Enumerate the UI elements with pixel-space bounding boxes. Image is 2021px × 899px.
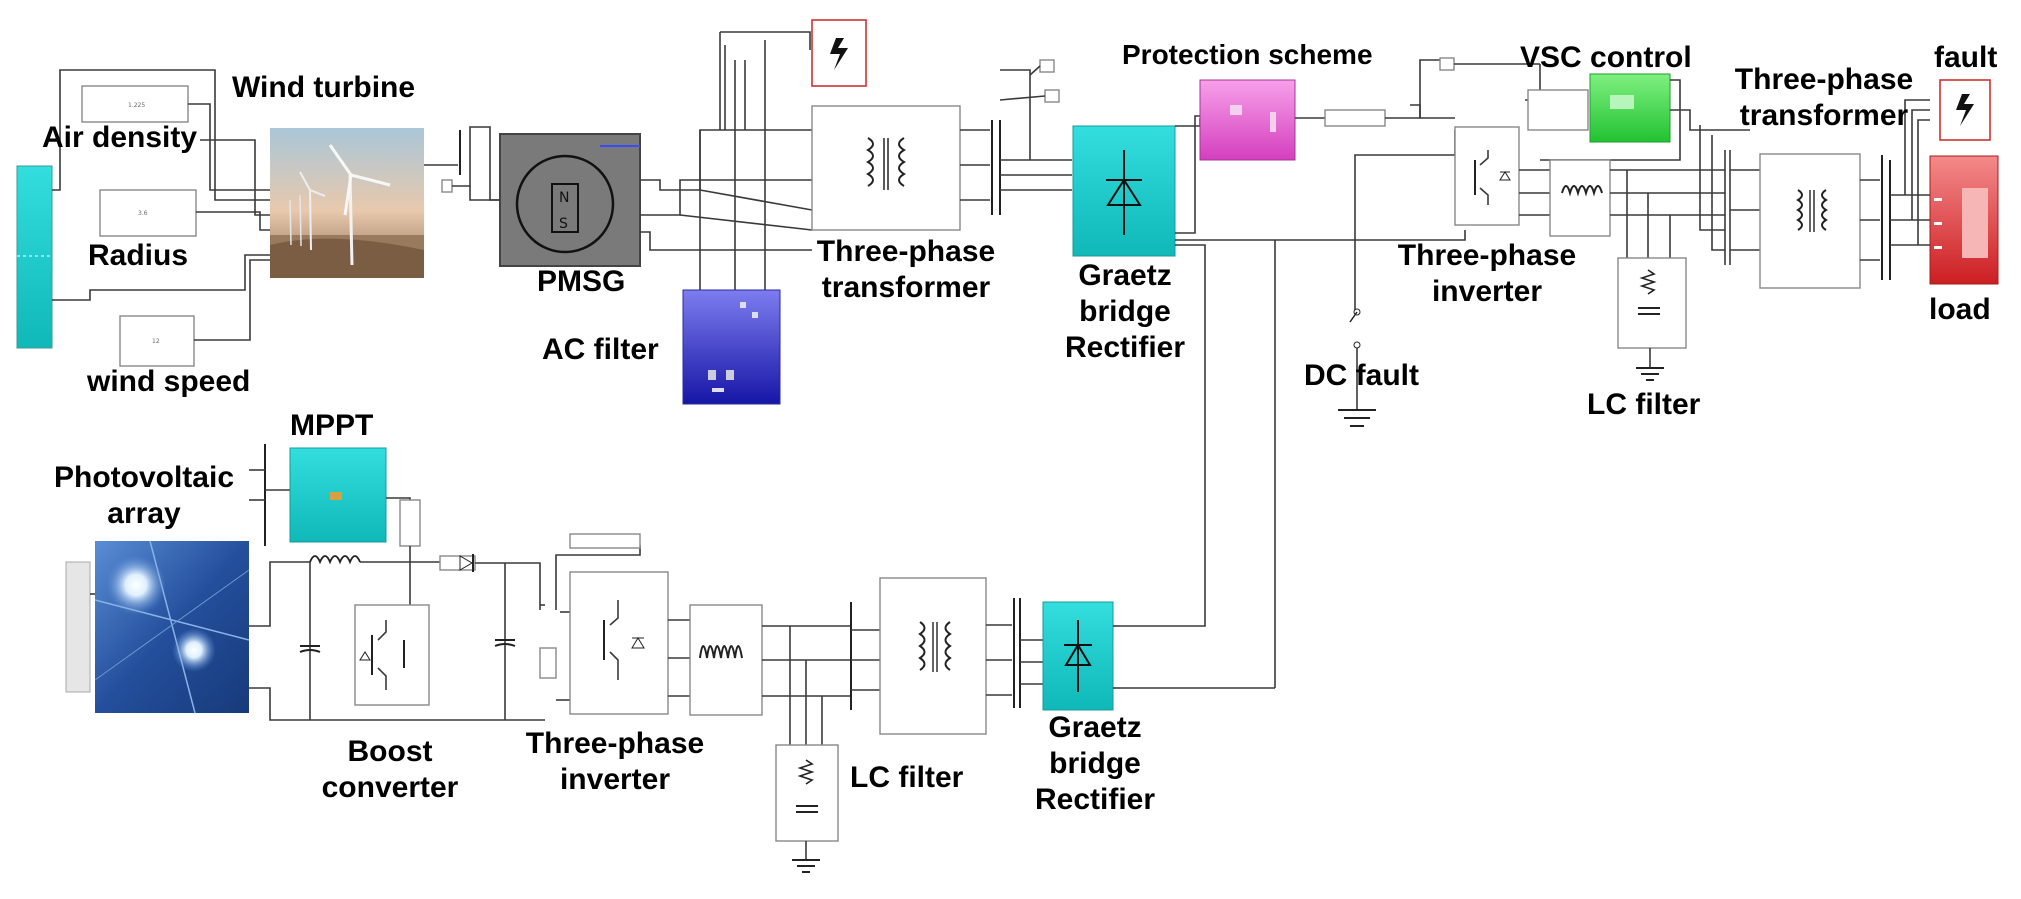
- inductor-icon-grid[interactable]: [1549, 159, 1611, 237]
- svg-text:N: N: [559, 190, 569, 206]
- igbt-inverter-grid[interactable]: [1454, 126, 1520, 226]
- graetz-rectifier-top-label: Graetz bridge Rectifier: [1064, 259, 1186, 364]
- pv-input-block[interactable]: [65, 561, 91, 693]
- igbt-inverter-pv[interactable]: [569, 571, 669, 715]
- three-phase-transformer-grid-label: Three-phase transformer: [1734, 63, 1914, 132]
- svg-text:12: 12: [152, 338, 160, 345]
- vsc-control-block[interactable]: [1589, 73, 1671, 143]
- lc-filter-grid-label: LC filter: [1587, 388, 1701, 421]
- vsc-control-label: VSC control: [1520, 41, 1692, 74]
- radius-label: Radius: [88, 239, 189, 272]
- lightning-fault-icon[interactable]: [811, 19, 867, 87]
- air-density-block[interactable]: [81, 85, 189, 123]
- diode-icon-boost: [439, 554, 476, 572]
- protection-scheme-block[interactable]: [1199, 79, 1296, 161]
- ac-filter-block[interactable]: [682, 289, 781, 405]
- svg-text:S: S: [559, 216, 568, 232]
- wind-turbine-image: [270, 128, 424, 278]
- protection-scheme-label: Protection scheme: [1122, 39, 1373, 70]
- three-phase-inverter-pv-label: Three-phase inverter: [525, 727, 705, 796]
- pmsg-label: PMSG: [537, 265, 626, 298]
- dc-fault-switch-icon[interactable]: [1338, 180, 1376, 427]
- air-density-label: Air density: [42, 121, 198, 154]
- wind-speed-block[interactable]: [119, 315, 195, 367]
- ac-filter-label: AC filter: [542, 333, 659, 366]
- pmsg-machine-icon[interactable]: N S: [499, 133, 641, 267]
- wind-turbine-label: Wind turbine: [232, 71, 416, 104]
- mppt-block[interactable]: [289, 447, 387, 543]
- svg-text:3.6: 3.6: [138, 210, 148, 217]
- inductor-icon-boost: [309, 555, 361, 565]
- photovoltaic-array-label: Photovoltaic array: [53, 461, 234, 530]
- resistor-icon[interactable]: [1324, 109, 1386, 127]
- dc-fault-label: DC fault: [1304, 359, 1419, 392]
- transformer-icon[interactable]: [811, 105, 961, 231]
- graetz-rectifier-bottom-label: Graetz bridge Rectifier: [1034, 711, 1156, 816]
- igbt-boost[interactable]: [354, 604, 430, 706]
- radius-block[interactable]: [99, 189, 197, 237]
- inductor-icon-pv[interactable]: [689, 604, 763, 716]
- three-phase-transformer-wind-label: Three-phase transformer: [816, 235, 996, 304]
- transformer-icon-grid[interactable]: [1759, 153, 1861, 289]
- mppt-label: MPPT: [290, 409, 374, 442]
- fault-label: fault: [1934, 41, 1998, 74]
- three-phase-inverter-grid-label: Three-phase inverter: [1397, 239, 1577, 308]
- load-label: load: [1929, 293, 1991, 326]
- wind-speed-label: wind speed: [87, 365, 251, 398]
- load-block[interactable]: [1929, 155, 1999, 285]
- wind-input-block[interactable]: [16, 165, 53, 349]
- transformer-icon-pv[interactable]: [879, 577, 987, 735]
- graetz-rectifier-top[interactable]: [1072, 125, 1176, 257]
- svg-text:1.225: 1.225: [128, 102, 145, 109]
- graetz-rectifier-bottom[interactable]: [1042, 601, 1114, 711]
- capacitor-icon-pv[interactable]: [775, 744, 839, 873]
- lightning-fault-icon-grid[interactable]: [1939, 79, 1991, 141]
- boost-converter-label: Boost converter: [321, 735, 459, 804]
- photovoltaic-array-image: [94, 540, 250, 714]
- capacitor-icon-grid[interactable]: [1617, 257, 1687, 381]
- lc-filter-pv-label: LC filter: [850, 761, 964, 794]
